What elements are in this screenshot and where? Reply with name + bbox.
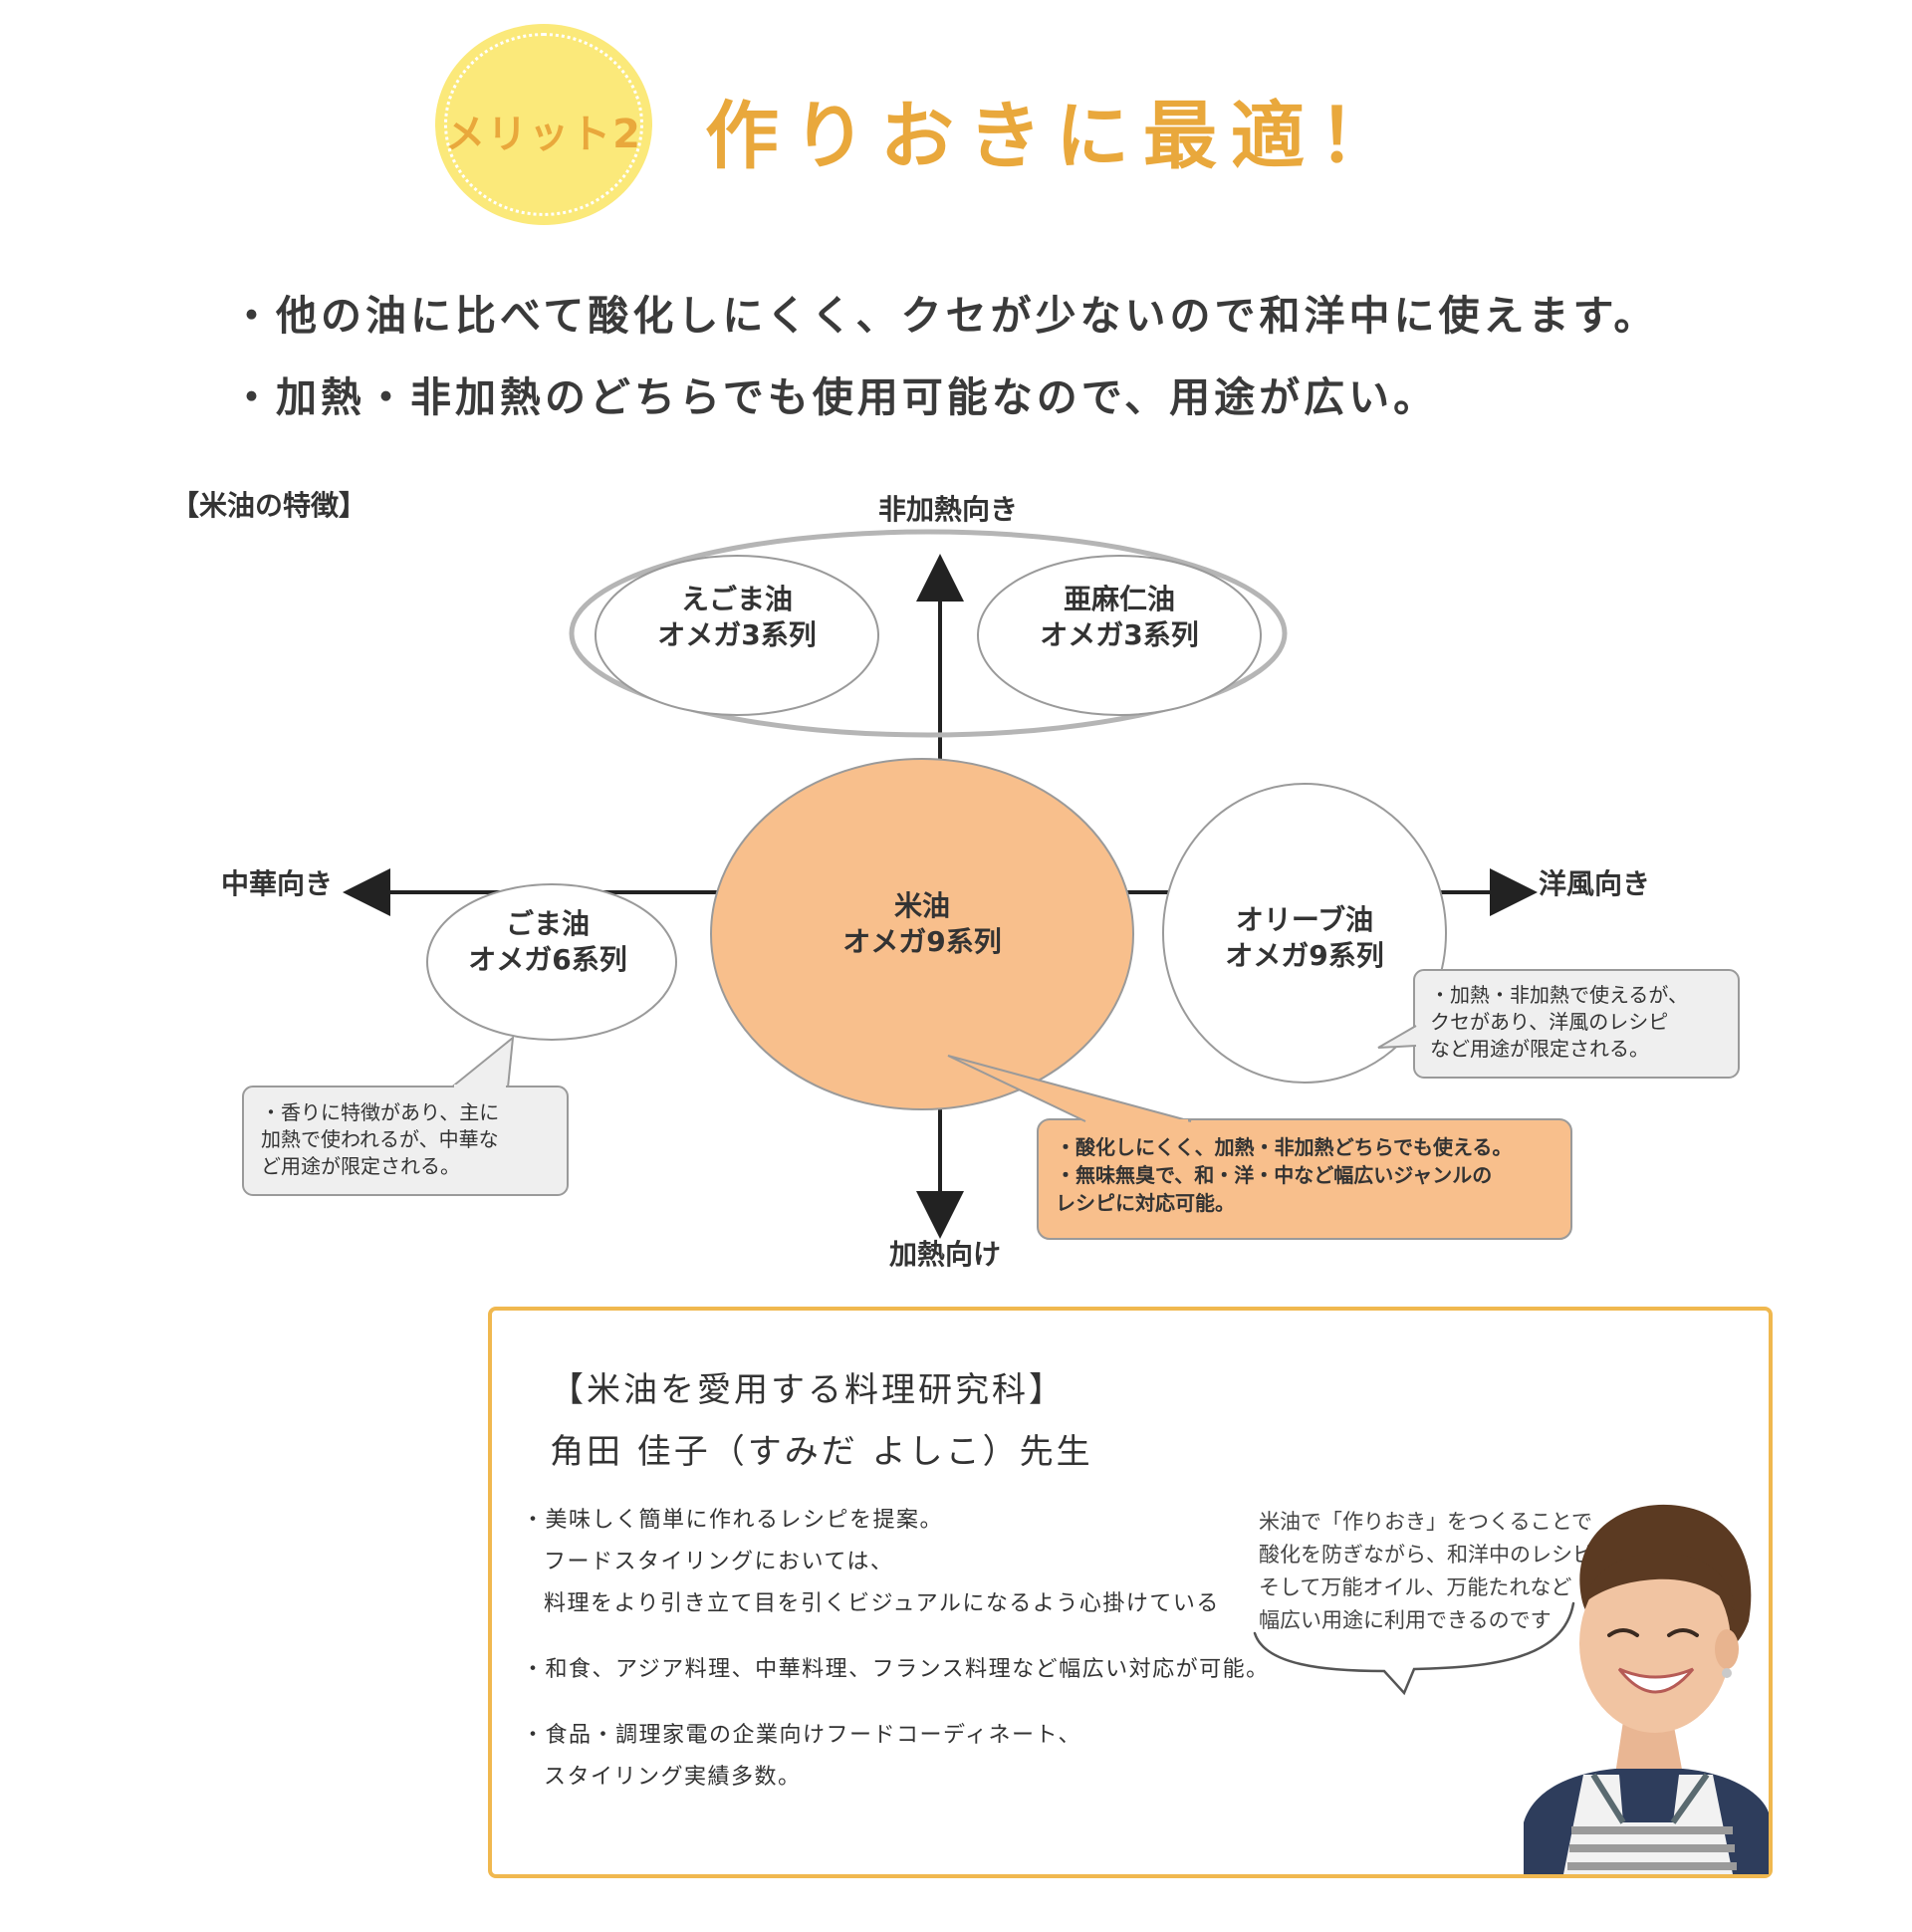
quote-bubble-outline bbox=[1253, 1601, 1575, 1696]
goma-oil-circle bbox=[426, 883, 677, 1041]
page-headline: 作りおきに最適！ bbox=[705, 94, 1406, 179]
profile-bullet-line: スタイリング実績多数。 bbox=[544, 1765, 802, 1790]
amani-oil-label: 亜麻仁油 オメガ3系列 bbox=[1040, 583, 1199, 651]
axis-label-right: 洋風向き bbox=[1539, 867, 1651, 900]
egoma-oil-label: えごま油 オメガ3系列 bbox=[657, 583, 817, 651]
chef-photo bbox=[1524, 1504, 1769, 1874]
rice-callout-text: ・酸化しにくく、加熱・非加熱どちらでも使える。 ・無味無臭で、和・洋・中など幅広… bbox=[1056, 1135, 1513, 1215]
olive-callout-text: ・加熱・非加熱で使えるが、 クセがあり、洋風のレシピ など用途が限定される。 bbox=[1430, 983, 1688, 1061]
axis-label-top: 非加熱向き bbox=[878, 493, 1019, 526]
rice-oil-label: 米油 オメガ9系列 bbox=[842, 889, 1002, 958]
olive-callout-box bbox=[1413, 969, 1740, 1079]
chef-profile-box bbox=[488, 1307, 1773, 1878]
goma-callout-tail bbox=[449, 1035, 515, 1089]
profile-title: 【米油を愛用する料理研究科】 bbox=[550, 1370, 1066, 1410]
goma-callout-box bbox=[242, 1086, 569, 1196]
profile-bullet-line: 料理をより引き立て目を引くビジュアルになるよう心掛けている bbox=[544, 1591, 1220, 1616]
goma-oil-label: ごま油 オメガ6系列 bbox=[468, 907, 627, 976]
rice-callout-box bbox=[1037, 1118, 1572, 1240]
main-bullet-2: ・加熱・非加熱のどちらでも使用可能なので、用途が広い。 bbox=[231, 373, 1439, 421]
olive-oil-circle bbox=[1162, 783, 1447, 1084]
chef-quote: 米油で「作りおき」をつくることで 酸化を防ぎながら、和洋中のレシピ、 そして万能… bbox=[1259, 1510, 1614, 1632]
main-bullet-1: ・他の油に比べて酸化しにくく、クセが少ないので和洋中に使えます。 bbox=[231, 292, 1659, 340]
profile-bullet-line: ・食品・調理家電の企業向けフードコーディネート、 bbox=[522, 1723, 1082, 1748]
egoma-oil-circle bbox=[595, 555, 879, 716]
omega3-group-ellipse bbox=[569, 529, 1288, 738]
profile-bullet-line: ・和食、アジア料理、中華料理、フランス料理など幅広い対応が可能。 bbox=[522, 1657, 1270, 1682]
olive-callout-tail bbox=[1377, 1025, 1417, 1049]
olive-oil-label: オリーブ油 オメガ9系列 bbox=[1225, 903, 1384, 972]
oil-diagram-graphics bbox=[242, 529, 1740, 1240]
profile-name: 角田 佳子（すみだ よしこ）先生 bbox=[550, 1432, 1093, 1472]
diagram-title: 【米油の特徴】 bbox=[171, 489, 367, 522]
rice-callout-tail bbox=[947, 1055, 1192, 1122]
profile-bullets: ・美味しく簡単に作れるレシピを提案。 フードスタイリングにおいては、 料理をより… bbox=[522, 1500, 1270, 1799]
axis-label-left: 中華向き bbox=[221, 867, 334, 900]
profile-bullet-line: フードスタイリングにおいては、 bbox=[544, 1550, 894, 1574]
axis-label-bottom: 加熱向け bbox=[889, 1238, 1002, 1271]
rice-oil-circle bbox=[710, 758, 1134, 1110]
profile-bullet-line: ・美味しく簡単に作れるレシピを提案。 bbox=[522, 1508, 944, 1533]
amani-oil-circle bbox=[977, 555, 1262, 716]
goma-callout-text: ・香りに特徴があり、主に 加熱で使われるが、中華な ど用途が限定される。 bbox=[261, 1100, 500, 1178]
merit-badge: メリット2 bbox=[435, 24, 652, 225]
